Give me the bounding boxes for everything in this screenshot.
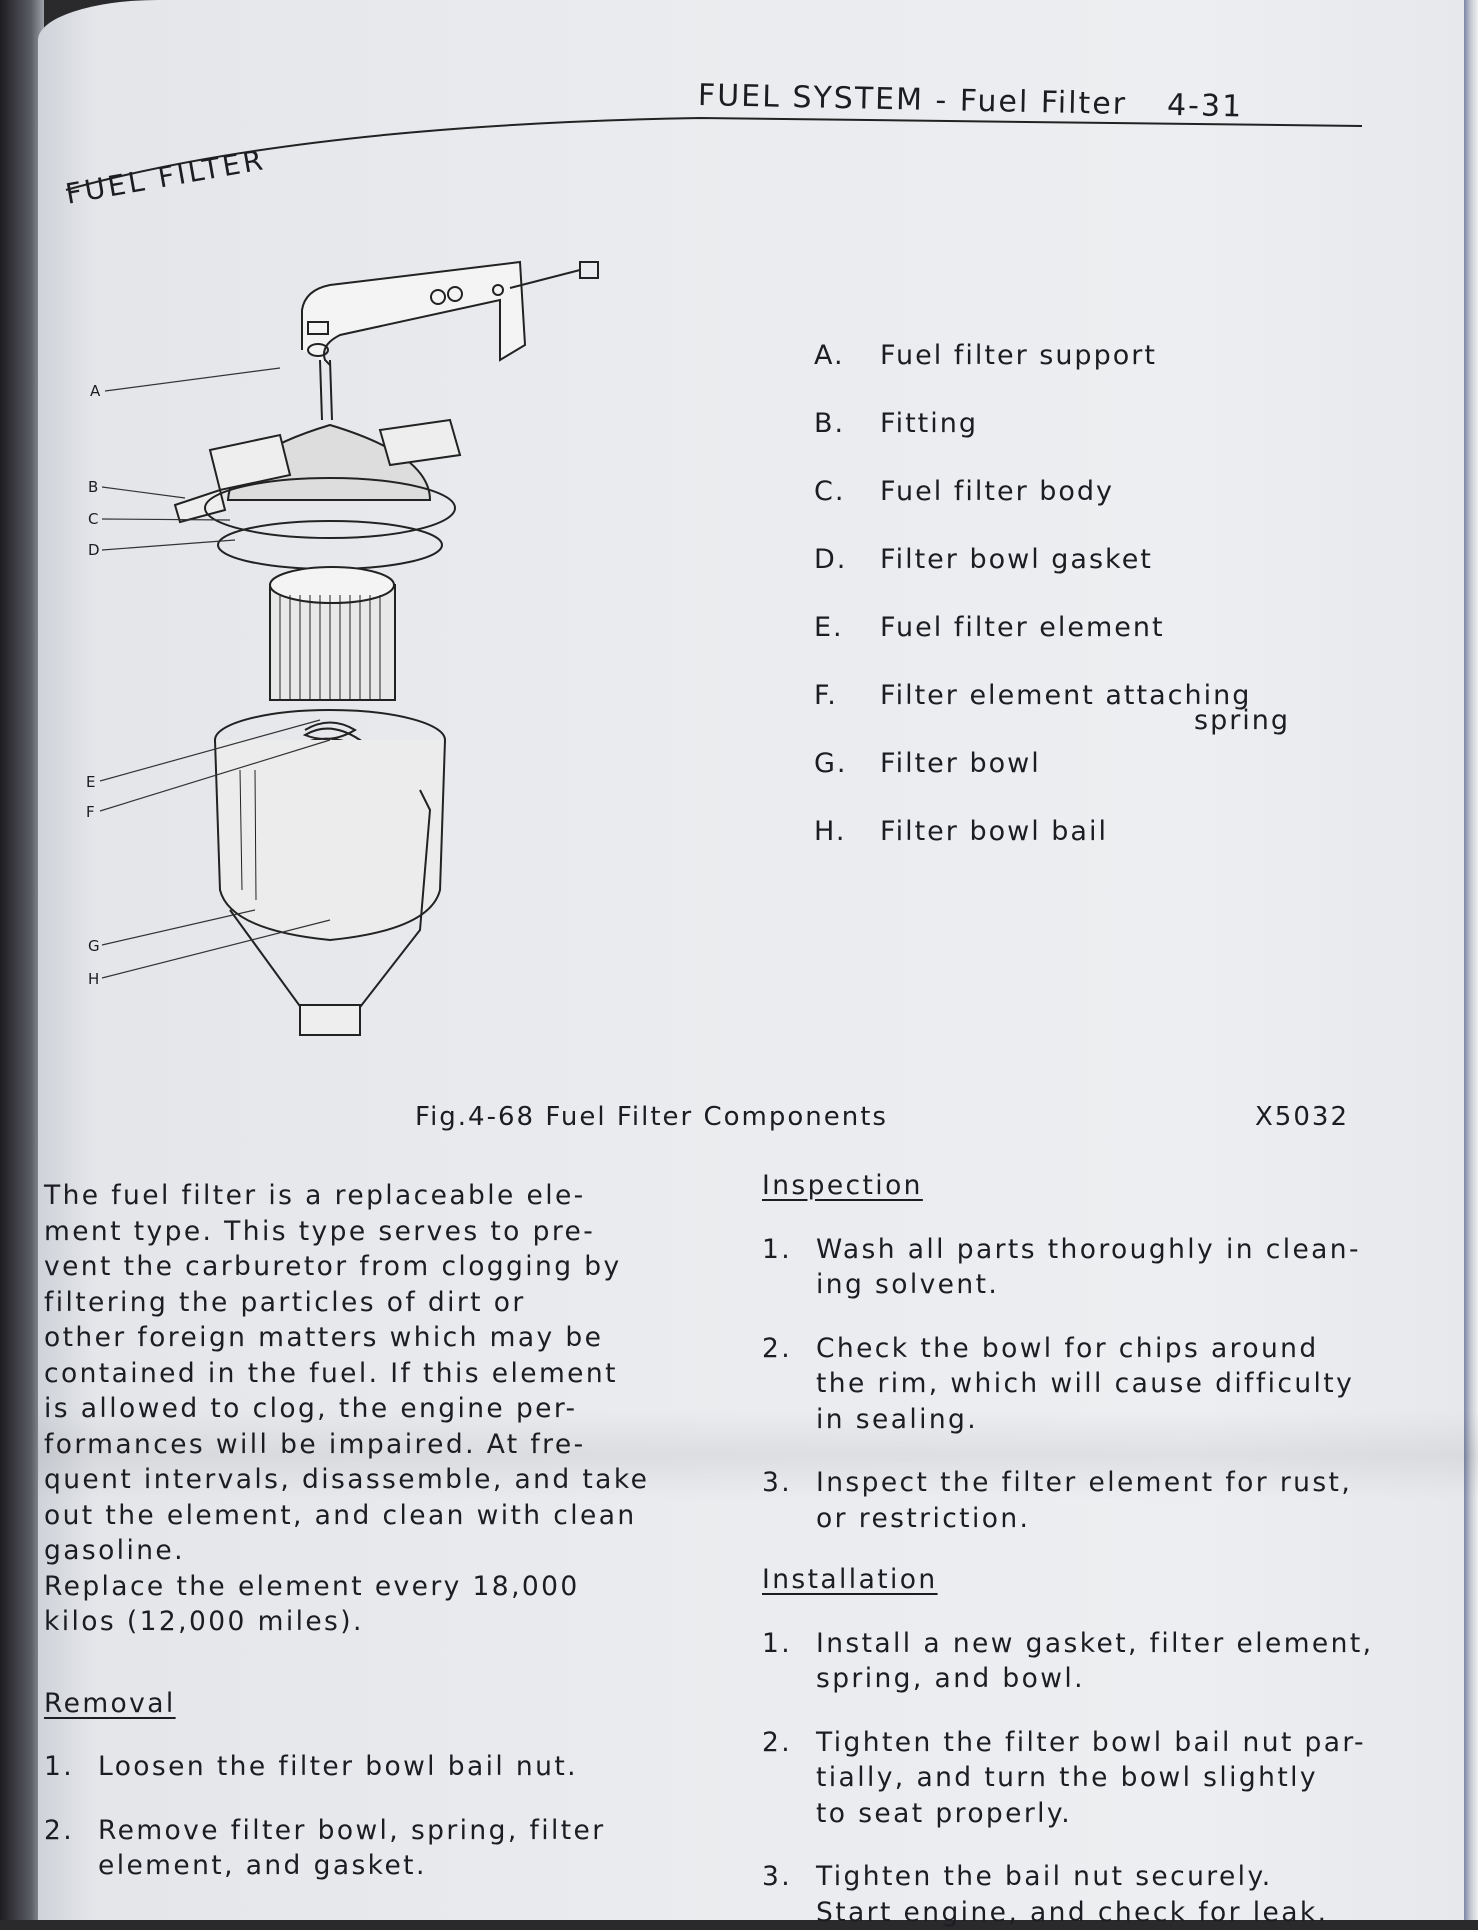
inspection-heading: Inspection [762, 1168, 1373, 1204]
intro-line: vent the carburetor from clogging by [44, 1249, 649, 1285]
left-column: The fuel filter is a replaceable ele-men… [44, 1178, 649, 1884]
step-text: Loosen the filter bowl bail nut. [98, 1749, 578, 1785]
step-item: 1.Install a new gasket, filter element,s… [762, 1626, 1373, 1697]
step-text: Tighten the filter bowl bail nut par-tia… [816, 1725, 1366, 1832]
step-text: Inspect the filter element for rust,or r… [816, 1465, 1352, 1536]
figure-caption: Fig.4-68 Fuel Filter Components [415, 1102, 888, 1132]
step-number: 1. [762, 1626, 816, 1697]
removal-steps: 1.Loosen the filter bowl bail nut.2.Remo… [44, 1749, 649, 1884]
step-line: Install a new gasket, filter element, [816, 1626, 1373, 1662]
step-text: Install a new gasket, filter element,spr… [816, 1626, 1373, 1697]
step-line: Inspect the filter element for rust, [816, 1465, 1352, 1501]
inspection-steps: 1.Wash all parts thoroughly in clean-ing… [762, 1232, 1373, 1537]
step-line: Wash all parts thoroughly in clean- [816, 1232, 1361, 1268]
intro-line: gasoline. [44, 1533, 649, 1569]
step-line: tially, and turn the bowl slightly [816, 1760, 1366, 1796]
legend-item: D.Filter bowl gasket [814, 544, 1290, 612]
step-number: 2. [762, 1331, 816, 1438]
step-item: 3.Tighten the bail nut securely.Start en… [762, 1859, 1373, 1930]
legend-item: B.Fitting [814, 408, 1290, 476]
page-edge [1464, 0, 1478, 1920]
step-line: Loosen the filter bowl bail nut. [98, 1749, 578, 1785]
intro-line: The fuel filter is a replaceable ele- [44, 1178, 649, 1214]
step-number: 2. [762, 1725, 816, 1832]
step-line: to seat properly. [816, 1796, 1366, 1832]
legend-item: G.Filter bowl [814, 748, 1290, 816]
step-line: or restriction. [816, 1501, 1352, 1537]
step-line: ing solvent. [816, 1267, 1361, 1303]
step-line: spring, and bowl. [816, 1661, 1373, 1697]
right-column: Inspection 1.Wash all parts thoroughly i… [762, 1168, 1373, 1930]
step-item: 1.Loosen the filter bowl bail nut. [44, 1749, 649, 1785]
step-text: Tighten the bail nut securely.Start engi… [816, 1859, 1328, 1930]
intro-line: quent intervals, disassemble, and take [44, 1462, 649, 1498]
step-number: 1. [44, 1749, 98, 1785]
step-number: 2. [44, 1813, 98, 1884]
intro-line: kilos (12,000 miles). [44, 1604, 649, 1640]
step-line: Tighten the filter bowl bail nut par- [816, 1725, 1366, 1761]
step-line: Tighten the bail nut securely. [816, 1859, 1328, 1895]
step-line: element, and gasket. [98, 1848, 606, 1884]
intro-line: Replace the element every 18,000 [44, 1569, 649, 1605]
parts-legend: A.Fuel filter support B.Fitting C.Fuel f… [814, 340, 1290, 884]
step-line: the rim, which will cause difficulty [816, 1366, 1354, 1402]
step-item: 1.Wash all parts thoroughly in clean-ing… [762, 1232, 1373, 1303]
figure-code: X5032 [1255, 1102, 1349, 1132]
step-line: in sealing. [816, 1402, 1354, 1438]
step-item: 2.Tighten the filter bowl bail nut par-t… [762, 1725, 1373, 1832]
intro-paragraph: The fuel filter is a replaceable ele-men… [44, 1178, 649, 1640]
intro-line: out the element, and clean with clean [44, 1498, 649, 1534]
step-number: 3. [762, 1465, 816, 1536]
installation-heading: Installation [762, 1562, 1373, 1598]
intro-line: ment type. This type serves to pre- [44, 1214, 649, 1250]
installation-steps: 1.Install a new gasket, filter element,s… [762, 1626, 1373, 1930]
intro-line: filtering the particles of dirt or [44, 1285, 649, 1321]
legend-item: A.Fuel filter support [814, 340, 1290, 408]
legend-item: H.Filter bowl bail [814, 816, 1290, 884]
legend-item: C.Fuel filter body [814, 476, 1290, 544]
legend-item: E.Fuel filter element [814, 612, 1290, 680]
step-text: Wash all parts thoroughly in clean-ing s… [816, 1232, 1361, 1303]
callout-leader-lines [0, 0, 700, 1000]
removal-heading: Removal [44, 1686, 649, 1722]
intro-line: contained in the fuel. If this element [44, 1356, 649, 1392]
intro-line: is allowed to clog, the engine per- [44, 1391, 649, 1427]
step-number: 3. [762, 1859, 816, 1930]
intro-line: other foreign matters which may be [44, 1320, 649, 1356]
intro-line: formances will be impaired. At fre- [44, 1427, 649, 1463]
step-line: Remove filter bowl, spring, filter [98, 1813, 606, 1849]
step-item: 3.Inspect the filter element for rust,or… [762, 1465, 1373, 1536]
step-line: Check the bowl for chips around [816, 1331, 1354, 1367]
step-number: 1. [762, 1232, 816, 1303]
step-line: Start engine, and check for leak. [816, 1895, 1328, 1930]
